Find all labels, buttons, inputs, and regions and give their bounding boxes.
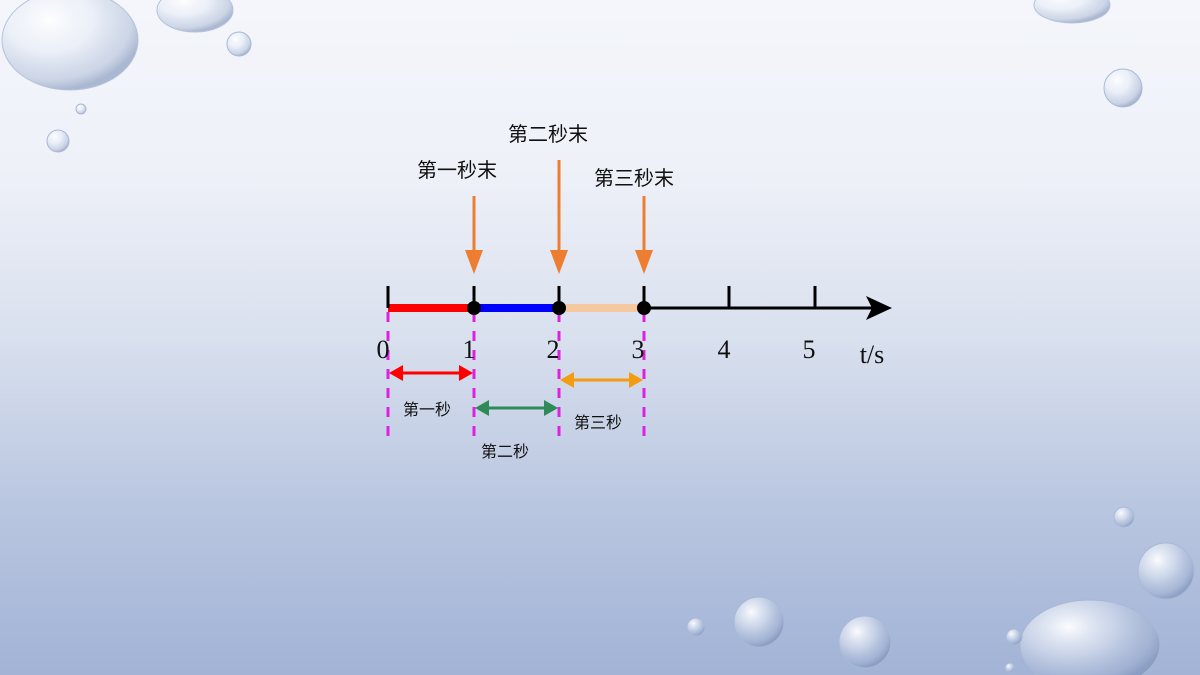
moment-dot-1: [467, 301, 481, 315]
tick-label-1: 1: [463, 335, 476, 364]
droplet-icon: [1019, 599, 1161, 675]
droplet-icon: [1113, 506, 1135, 528]
moment-arrows: [465, 160, 653, 274]
droplet-icon: [1, 0, 139, 91]
moment-dot-3: [637, 301, 651, 315]
droplet-icon: [1103, 68, 1143, 108]
moment-arrowhead-icon: [635, 250, 653, 274]
double-arrow-right-icon: [544, 400, 558, 416]
tick-label-3: 3: [632, 335, 645, 364]
droplet-icon: [1137, 542, 1195, 600]
tick-label-0: 0: [377, 335, 390, 364]
axis-unit-label: t/s: [860, 340, 885, 369]
droplet-icon: [226, 31, 252, 57]
moment-label-3: 第三秒末: [594, 166, 674, 190]
moment-arrowhead-icon: [550, 250, 568, 274]
double-arrow-right-icon: [459, 365, 473, 381]
droplet-icon: [733, 596, 785, 648]
droplet-icon: [75, 103, 87, 115]
double-arrow-right-icon: [629, 372, 643, 388]
droplet-icon: [1033, 0, 1111, 24]
moment-label-1: 第一秒末: [417, 158, 497, 182]
interval-arrow-1: [389, 365, 473, 381]
droplet-icon: [1004, 662, 1016, 674]
droplet-icon: [1005, 628, 1023, 646]
interval-arrow-3: [560, 372, 643, 388]
moment-dot-2: [552, 301, 566, 315]
interval-arrow-2: [475, 400, 558, 416]
double-arrow-left-icon: [389, 365, 403, 381]
interval-label-1: 第一秒: [403, 400, 451, 419]
interval-dividers: [386, 312, 646, 440]
droplet-icon: [838, 615, 892, 669]
droplet-icon: [686, 617, 706, 637]
moment-label-2: 第二秒末: [508, 122, 588, 146]
interval-label-2: 第二秒: [481, 442, 529, 461]
moment-arrowhead-icon: [465, 250, 483, 274]
double-arrow-left-icon: [560, 372, 574, 388]
double-arrow-left-icon: [475, 400, 489, 416]
droplet-icon: [46, 129, 70, 153]
droplet-icon: [156, 0, 234, 33]
tick-label-2: 2: [547, 335, 560, 364]
tick-label-5: 5: [803, 335, 816, 364]
interval-label-3: 第三秒: [574, 413, 622, 432]
axis-arrowhead-icon: [866, 296, 892, 320]
tick-label-4: 4: [718, 335, 731, 364]
